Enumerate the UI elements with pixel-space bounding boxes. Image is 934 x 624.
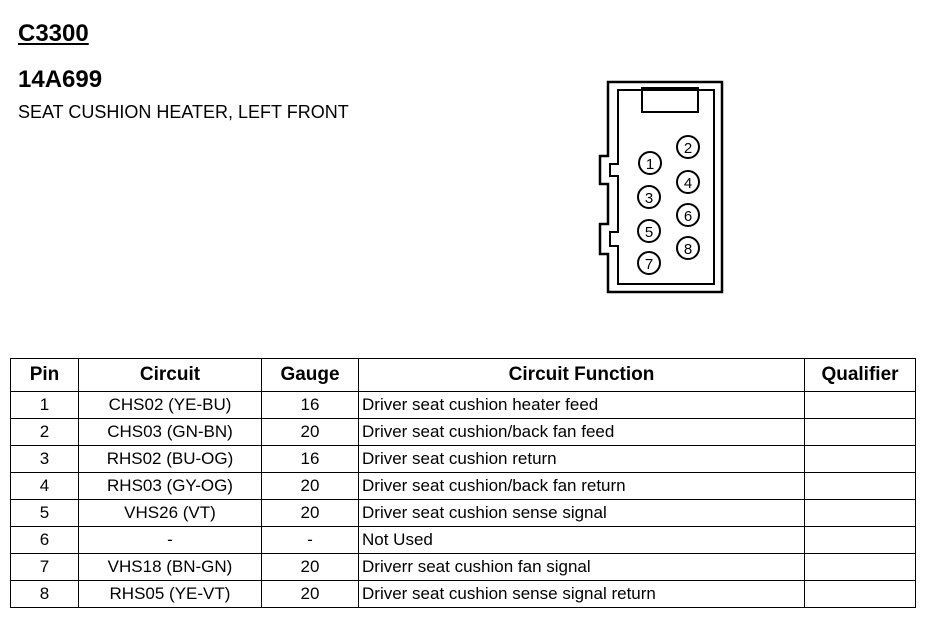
cell-gauge: 20	[261, 580, 359, 608]
cell-pin: 3	[10, 445, 79, 473]
svg-text:6: 6	[684, 208, 692, 225]
svg-text:1: 1	[646, 156, 654, 173]
connector-face-diagram: 1 2 3 4 5 6 7 8	[598, 80, 724, 294]
svg-text:8: 8	[684, 241, 692, 258]
connector-description: SEAT CUSHION HEATER, LEFT FRONT	[18, 102, 349, 122]
cell-qualifier	[804, 526, 916, 554]
cell-gauge: 16	[261, 391, 359, 419]
pin-7-marker: 7	[637, 251, 661, 275]
cell-pin: 8	[10, 580, 79, 608]
cell-circuit: VHS26 (VT)	[78, 499, 262, 527]
pin-5-marker: 5	[637, 219, 661, 243]
cell-pin: 4	[10, 472, 79, 500]
svg-text:7: 7	[645, 256, 653, 273]
pin-2-marker: 2	[676, 135, 700, 159]
cell-pin: 2	[10, 418, 79, 446]
cell-function: Driver seat cushion/back fan return	[358, 472, 805, 500]
table-header-row: Pin Circuit Gauge Circuit Function Quali…	[10, 358, 916, 392]
svg-text:5: 5	[645, 224, 653, 241]
cell-gauge: 20	[261, 499, 359, 527]
cell-qualifier	[804, 553, 916, 581]
pin-6-marker: 6	[676, 203, 700, 227]
cell-gauge: -	[261, 526, 359, 554]
table-row: 4 RHS03 (GY-OG) 20 Driver seat cushion/b…	[10, 472, 916, 500]
connector-housing-inner	[609, 89, 715, 285]
cell-function: Driver seat cushion return	[358, 445, 805, 473]
cell-circuit: VHS18 (BN-GN)	[78, 553, 262, 581]
table-row: 3 RHS02 (BU-OG) 16 Driver seat cushion r…	[10, 445, 916, 473]
cell-circuit: RHS05 (YE-VT)	[78, 580, 262, 608]
pin-4-marker: 4	[676, 170, 700, 194]
table-row: 1 CHS02 (YE-BU) 16 Driver seat cushion h…	[10, 391, 916, 419]
header-qualifier: Qualifier	[804, 358, 916, 392]
svg-text:2: 2	[684, 140, 692, 157]
cell-pin: 7	[10, 553, 79, 581]
svg-text:4: 4	[684, 175, 692, 192]
cell-qualifier	[804, 445, 916, 473]
part-number: 14A699	[18, 66, 103, 93]
cell-qualifier	[804, 580, 916, 608]
svg-text:3: 3	[645, 190, 653, 207]
cell-gauge: 20	[261, 418, 359, 446]
header-gauge: Gauge	[261, 358, 359, 392]
table-row: 6 - - Not Used	[10, 526, 916, 554]
cell-function: Not Used	[358, 526, 805, 554]
cell-function: Driver seat cushion sense signal	[358, 499, 805, 527]
header-pin: Pin	[10, 358, 79, 392]
header-circuit-function: Circuit Function	[358, 358, 805, 392]
cell-gauge: 16	[261, 445, 359, 473]
cell-function: Driver seat cushion sense signal return	[358, 580, 805, 608]
cell-qualifier	[804, 391, 916, 419]
cell-circuit: CHS03 (GN-BN)	[78, 418, 262, 446]
connector-latch	[641, 87, 699, 113]
pin-3-marker: 3	[637, 185, 661, 209]
cell-function: Driverr seat cushion fan signal	[358, 553, 805, 581]
pin-8-marker: 8	[676, 236, 700, 260]
cell-circuit: CHS02 (YE-BU)	[78, 391, 262, 419]
cell-circuit: RHS02 (BU-OG)	[78, 445, 262, 473]
cell-pin: 1	[10, 391, 79, 419]
cell-function: Driver seat cushion heater feed	[358, 391, 805, 419]
table-row: 8 RHS05 (YE-VT) 20 Driver seat cushion s…	[10, 580, 916, 608]
cell-qualifier	[804, 418, 916, 446]
cell-circuit: RHS03 (GY-OG)	[78, 472, 262, 500]
table-row: 5 VHS26 (VT) 20 Driver seat cushion sens…	[10, 499, 916, 527]
pin-1-marker: 1	[638, 151, 662, 175]
cell-qualifier	[804, 499, 916, 527]
table-row: 7 VHS18 (BN-GN) 20 Driverr seat cushion …	[10, 553, 916, 581]
cell-function: Driver seat cushion/back fan feed	[358, 418, 805, 446]
connector-id: C3300	[18, 20, 89, 47]
pin-table: Pin Circuit Gauge Circuit Function Quali…	[10, 358, 916, 608]
cell-gauge: 20	[261, 553, 359, 581]
connector-housing-outer	[598, 80, 724, 294]
cell-qualifier	[804, 472, 916, 500]
cell-gauge: 20	[261, 472, 359, 500]
table-row: 2 CHS03 (GN-BN) 20 Driver seat cushion/b…	[10, 418, 916, 446]
header-circuit: Circuit	[78, 358, 262, 392]
cell-circuit: -	[78, 526, 262, 554]
cell-pin: 6	[10, 526, 79, 554]
cell-pin: 5	[10, 499, 79, 527]
